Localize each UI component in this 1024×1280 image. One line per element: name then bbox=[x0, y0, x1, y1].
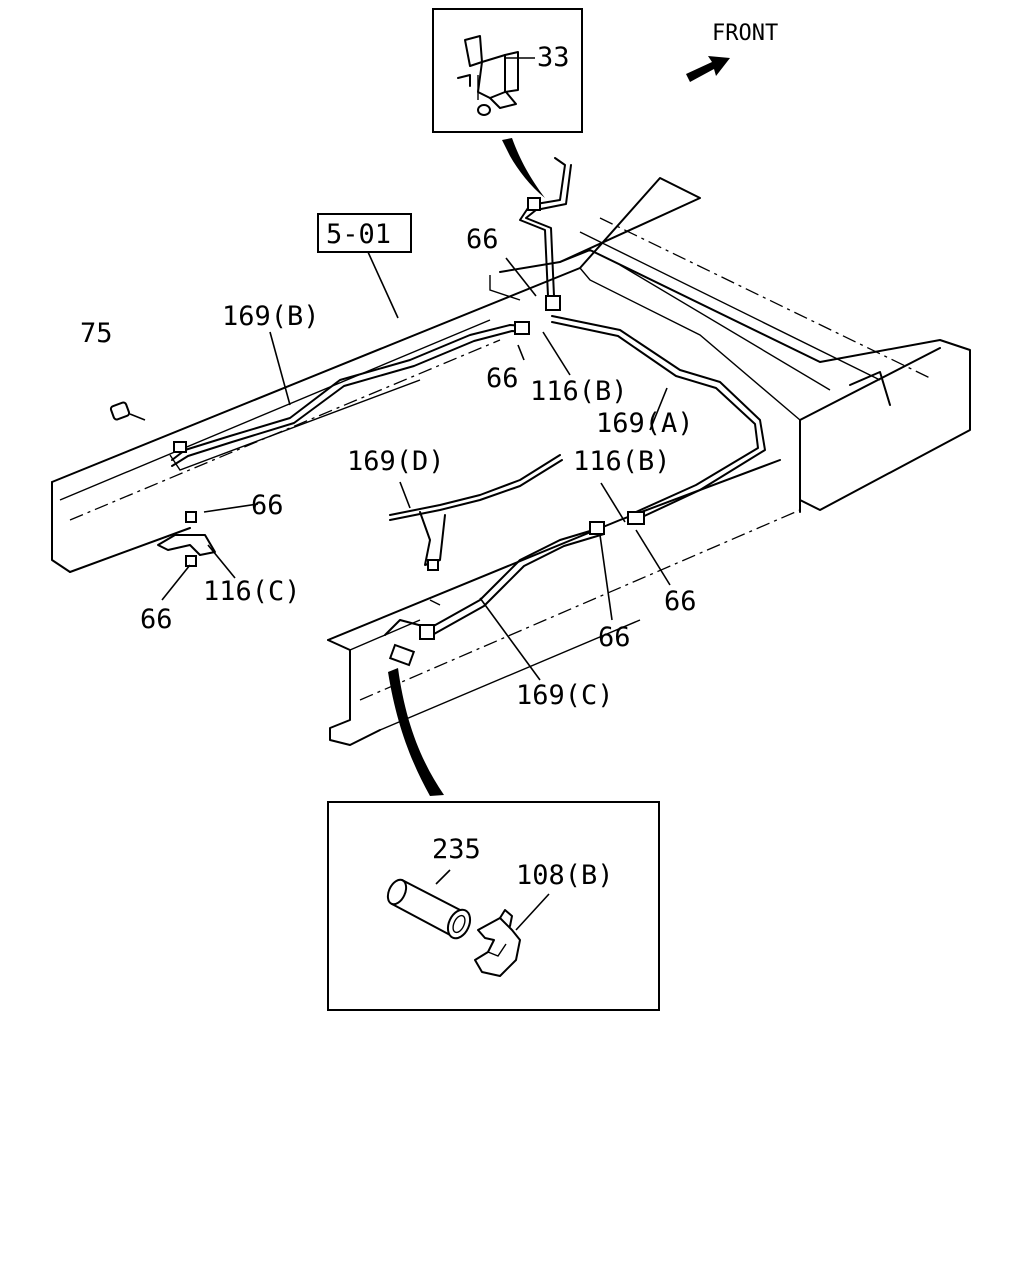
callout-235: 235 bbox=[432, 834, 481, 865]
callout-108b: 108(B) bbox=[516, 860, 614, 891]
callout-66-left-low: 66 bbox=[140, 604, 173, 635]
leader-lines bbox=[129, 251, 671, 681]
front-label: FRONT bbox=[712, 21, 778, 46]
brake-pipes bbox=[157, 157, 766, 636]
front-arrow-icon bbox=[686, 56, 730, 82]
callout-33: 33 bbox=[537, 42, 570, 73]
callout-116b-top: 116(B) bbox=[530, 376, 628, 407]
reference-box: 5-01 bbox=[317, 213, 412, 253]
callout-66-right-mid: 66 bbox=[598, 622, 631, 653]
reference-box-label: 5-01 bbox=[326, 219, 391, 250]
callout-75: 75 bbox=[80, 318, 113, 349]
fittings bbox=[109, 197, 645, 667]
detail-arrows bbox=[388, 138, 545, 796]
front-indicator: FRONT bbox=[686, 21, 778, 82]
callout-66-mid: 66 bbox=[486, 363, 519, 394]
callout-66-left: 66 bbox=[251, 490, 284, 521]
callout-169c: 169(C) bbox=[516, 680, 614, 711]
callout-labels: 75 169(B) 66 66 116(B) 169(A) 169(D) 116… bbox=[80, 224, 697, 711]
frame-lower bbox=[327, 459, 801, 746]
detail-box-235: 235 108(B) bbox=[327, 801, 660, 1011]
callout-169a: 169(A) bbox=[596, 408, 694, 439]
callout-169d: 169(D) bbox=[347, 446, 445, 477]
callout-169b: 169(B) bbox=[222, 301, 320, 332]
callout-116b-right: 116(B) bbox=[573, 446, 671, 477]
callout-116c: 116(C) bbox=[203, 576, 301, 607]
callout-66-right: 66 bbox=[664, 586, 697, 617]
detail-box-33: 33 bbox=[432, 8, 583, 133]
callout-66-top: 66 bbox=[466, 224, 499, 255]
